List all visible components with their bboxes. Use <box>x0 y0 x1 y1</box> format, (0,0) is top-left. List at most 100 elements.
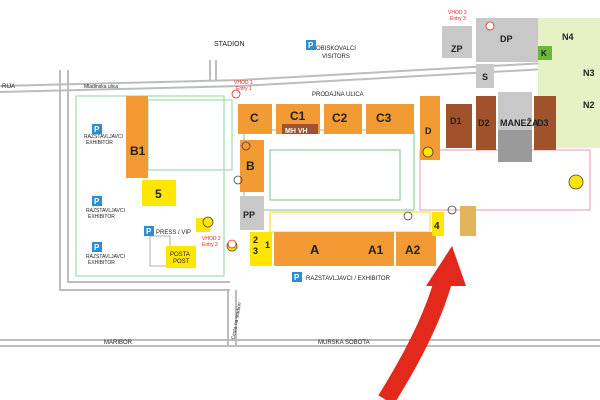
label-1: 1 <box>265 240 270 250</box>
hall-pp <box>240 196 264 230</box>
maribor-label: MARIBOR <box>104 340 133 346</box>
hall-c2 <box>324 104 362 134</box>
hall-b1 <box>126 96 148 178</box>
posta-label: POSTA <box>170 252 190 258</box>
vhod1-label: VHOD 1 <box>234 80 253 86</box>
hall-s <box>476 64 494 88</box>
label-dp: DP <box>500 34 513 44</box>
info-icon <box>233 175 243 185</box>
parking-icon <box>92 242 102 252</box>
info-icon <box>241 141 251 151</box>
label-c3: C3 <box>376 111 392 125</box>
stadion-label: STADION <box>214 41 245 48</box>
svg-text:P: P <box>94 243 100 252</box>
parking-icons: P P P P P P <box>92 40 316 282</box>
label-3: 3 <box>253 246 258 256</box>
hall-mh-vh <box>282 124 318 134</box>
label-mh-vh: MH VH <box>285 128 308 135</box>
hall-maneza-low <box>498 130 532 162</box>
label-d1: D1 <box>450 116 462 126</box>
svg-text:P: P <box>94 197 100 206</box>
entry1-label: Entry 1 <box>236 86 252 92</box>
svg-text:P: P <box>294 273 300 282</box>
label-k: K <box>541 49 547 58</box>
hall-c <box>238 104 272 134</box>
hall-c3 <box>366 104 414 134</box>
rija-label: RIJA <box>2 84 15 90</box>
label-4: 4 <box>434 221 440 232</box>
parking-icon <box>92 124 102 134</box>
murska-sobota-label: MURSKA SOBOTA <box>318 340 370 346</box>
entry-icon <box>231 89 241 99</box>
parking-icon <box>292 272 302 282</box>
entry-icon <box>227 239 237 249</box>
vhod2-label: VHOD 2 <box>202 236 221 242</box>
entry3-label: Entry 3 <box>450 16 466 22</box>
hall-b <box>240 140 264 192</box>
label-5: 5 <box>155 187 162 201</box>
label-n3: N3 <box>583 68 595 78</box>
arrow-icon <box>426 246 466 286</box>
svg-text:P: P <box>94 125 100 134</box>
visitors-label: VISITORS <box>322 54 350 60</box>
prodajna-label: PRODAJNA ULICA <box>312 92 364 98</box>
label-a2: A2 <box>405 243 421 257</box>
label-c: C <box>250 111 259 125</box>
red-arrow <box>378 246 466 400</box>
hall-a <box>274 232 362 266</box>
post-label: POST <box>173 259 190 265</box>
exhibitor-label-1: EXHIBITOR <box>86 140 113 146</box>
label-maneza: MANEŽA <box>500 117 539 128</box>
label-n2: N2 <box>583 100 595 110</box>
entry-icon <box>485 21 495 31</box>
label-s: S <box>482 72 488 82</box>
razstavljavci-label-3: RAZSTAVLJAVCI <box>86 254 125 260</box>
label-n4: N4 <box>562 32 574 42</box>
label-b: B <box>246 159 255 173</box>
hall-k <box>538 46 552 60</box>
hall-d3 <box>534 96 556 150</box>
svg-text:P: P <box>308 41 314 50</box>
exhibitor-label-3: EXHIBITOR <box>88 260 115 266</box>
label-a1: A1 <box>368 243 384 257</box>
razstavljavci-label-2: RAZSTAVLJAVCI <box>86 208 125 214</box>
label-pp: PP <box>243 210 255 220</box>
press-vip-label: PRESS / VIP <box>156 230 191 236</box>
hall-d1 <box>446 104 472 148</box>
label-d: D <box>425 126 432 136</box>
mladinska-label: Mladinska ulica <box>84 84 118 90</box>
hall-d2 <box>476 96 496 150</box>
svg-text:P: P <box>146 227 152 236</box>
hall-4 <box>432 212 444 236</box>
parking-icon <box>144 226 154 236</box>
posta-building <box>166 246 196 268</box>
hall-a1 <box>362 232 394 266</box>
info-icon <box>202 216 214 228</box>
info-icon <box>403 211 413 221</box>
info-icon <box>568 174 584 190</box>
label-c2: C2 <box>332 111 348 125</box>
razstavljavci-label-1: RAZSTAVLJAVCI <box>84 134 123 140</box>
hall-2-3-1 <box>250 232 272 266</box>
label-d2: D2 <box>478 118 490 128</box>
razstavljavci-exhibitor-label: RAZSTAVLJAVCI / EXHIBITOR <box>306 276 391 282</box>
label-a: A <box>310 242 320 257</box>
hall-a2 <box>396 232 436 266</box>
info-icon <box>447 205 457 215</box>
label-c1: C1 <box>290 109 306 123</box>
markers <box>202 21 584 252</box>
info-icon <box>422 146 434 158</box>
exhibitor-label-2: EXHIBITOR <box>88 214 115 220</box>
cesta-label: Cesta na stadion <box>231 302 243 340</box>
text-labels: STADION OBISKOVALCI VISITORS RIJA Mladin… <box>2 10 467 346</box>
obiskovalci-label: OBISKOVALCI <box>316 46 356 52</box>
hall-zp <box>442 26 472 58</box>
label-2: 2 <box>253 235 258 245</box>
halls <box>126 18 556 268</box>
parking-icon <box>306 40 316 50</box>
label-zp: ZP <box>451 44 463 54</box>
hall-labels: B1 5 B PP C C1 MH VH C2 C3 D D1 D2 MANEŽ… <box>130 32 595 257</box>
label-b1: B1 <box>130 144 146 158</box>
